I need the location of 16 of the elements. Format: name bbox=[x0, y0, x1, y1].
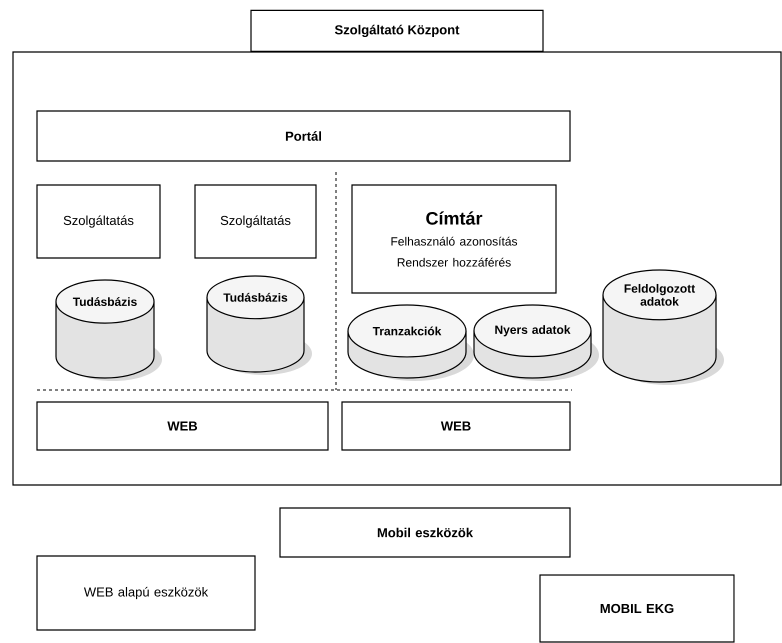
box: MOBIL EKG bbox=[539, 574, 735, 643]
directory-box: Címtár Felhasználó azonosítás Rendszer hozzáférés bbox=[351, 184, 557, 294]
database-cylinder: Tudásbázis bbox=[206, 275, 312, 375]
box: WEB bbox=[36, 401, 329, 451]
box: Mobil eszközök bbox=[279, 507, 571, 558]
database-cylinder: Feldolgozott adatok bbox=[602, 269, 724, 385]
box: Szolgáltatás bbox=[36, 184, 161, 259]
box: Portál bbox=[36, 110, 571, 162]
database-cylinder: Nyers adatok bbox=[473, 304, 599, 381]
box: WEB bbox=[341, 401, 571, 451]
box: Szolgáltatás bbox=[194, 184, 317, 259]
database-cylinder: Tranzakciók bbox=[347, 304, 474, 381]
box: WEB alapú eszközök bbox=[36, 555, 256, 631]
node-label: Szolgáltató Központ bbox=[334, 24, 460, 38]
node-label: Feldolgozott bbox=[624, 284, 696, 296]
database-cylinder: Tudásbázis bbox=[55, 279, 162, 381]
